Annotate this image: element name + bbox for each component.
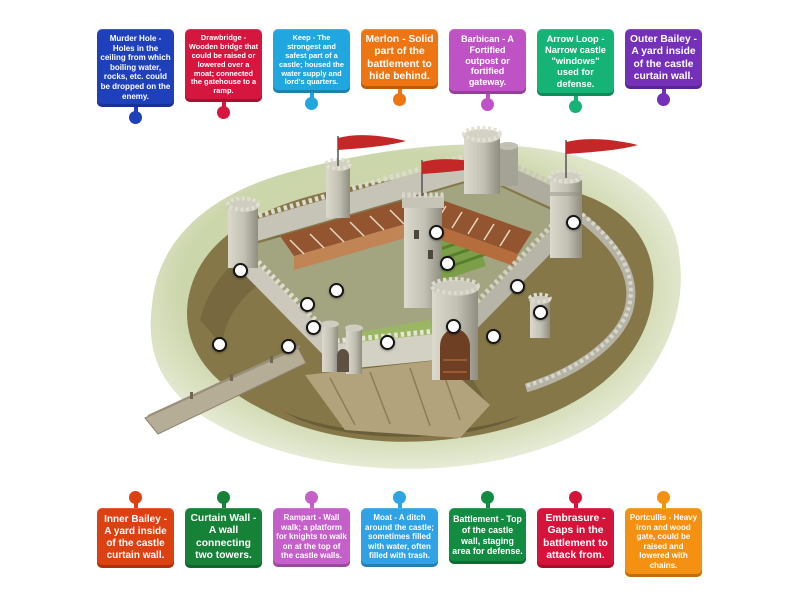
label-text: Keep - The strongest and safest part of … bbox=[273, 29, 350, 94]
answer-dot[interactable] bbox=[485, 328, 501, 344]
pin-dot bbox=[217, 491, 230, 504]
label-battlement[interactable]: Battlement - Top of the castle wall, sta… bbox=[449, 491, 526, 564]
pin-dot bbox=[569, 99, 582, 113]
label-text: Moat - A ditch around the castle; someti… bbox=[361, 508, 438, 567]
pin-dot bbox=[305, 491, 318, 504]
label-curtain-wall[interactable]: Curtain Wall - A wall connecting two tow… bbox=[185, 491, 262, 569]
answer-dot[interactable] bbox=[305, 319, 321, 335]
label-keep[interactable]: Keep - The strongest and safest part of … bbox=[273, 29, 350, 111]
label-text: Murder Hole - Holes in the ceiling from … bbox=[97, 29, 174, 108]
label-text: Rampart - Wall walk; a platform for knig… bbox=[273, 508, 350, 567]
pin-dot bbox=[393, 491, 406, 504]
label-murder-hole[interactable]: Murder Hole - Holes in the ceiling from … bbox=[97, 29, 174, 125]
label-outer-bailey[interactable]: Outer Bailey - A yard inside of the cast… bbox=[625, 29, 702, 107]
label-text: Barbican - A Fortified outpost or fortif… bbox=[449, 29, 526, 94]
pin-stem bbox=[485, 93, 490, 99]
pin-stem bbox=[661, 503, 666, 508]
castle-illustration bbox=[144, 126, 681, 469]
answer-dot[interactable] bbox=[428, 224, 444, 240]
pin-dot bbox=[305, 97, 318, 111]
label-moat[interactable]: Moat - A ditch around the castle; someti… bbox=[361, 491, 438, 567]
answer-dot[interactable] bbox=[299, 296, 315, 312]
pin-dot bbox=[481, 491, 494, 504]
answer-dot[interactable] bbox=[280, 338, 296, 354]
pin-stem bbox=[309, 503, 314, 508]
pin-dot bbox=[393, 93, 406, 107]
answer-dot[interactable] bbox=[509, 278, 525, 294]
label-rampart[interactable]: Rampart - Wall walk; a platform for knig… bbox=[273, 491, 350, 567]
pin-stem bbox=[221, 102, 226, 108]
pin-dot bbox=[129, 491, 142, 504]
answer-dot[interactable] bbox=[328, 282, 344, 298]
pin-stem bbox=[397, 89, 402, 95]
pin-stem bbox=[221, 503, 226, 508]
pin-stem bbox=[309, 93, 314, 99]
label-barbican[interactable]: Barbican - A Fortified outpost or fortif… bbox=[449, 29, 526, 111]
answer-dot[interactable] bbox=[565, 214, 581, 230]
pin-dot bbox=[481, 97, 494, 111]
pin-stem bbox=[133, 107, 138, 113]
label-text: Outer Bailey - A yard inside of the cast… bbox=[625, 29, 702, 90]
answer-dot[interactable] bbox=[232, 262, 248, 278]
label-text: Battlement - Top of the castle wall, sta… bbox=[449, 508, 526, 564]
answer-dot[interactable] bbox=[211, 336, 227, 352]
answer-dot[interactable] bbox=[445, 318, 461, 334]
pin-stem bbox=[573, 95, 578, 101]
label-drawbridge[interactable]: Drawbridge - Wooden bridge that could be… bbox=[185, 29, 262, 120]
answer-dot[interactable] bbox=[532, 304, 548, 320]
label-text: Inner Bailey - A yard inside of the cast… bbox=[97, 508, 174, 568]
label-embrasure[interactable]: Embrasure - Gaps in the battlement to at… bbox=[537, 491, 614, 569]
pin-stem bbox=[485, 503, 490, 508]
top-labels-row: Murder Hole - Holes in the ceiling from … bbox=[97, 29, 702, 125]
pin-dot bbox=[657, 93, 670, 107]
label-text: Curtain Wall - A wall connecting two tow… bbox=[185, 508, 262, 569]
label-inner-bailey[interactable]: Inner Bailey - A yard inside of the cast… bbox=[97, 491, 174, 568]
answer-dot[interactable] bbox=[379, 334, 395, 350]
pin-dot bbox=[569, 491, 582, 504]
label-text: Embrasure - Gaps in the battlement to at… bbox=[537, 508, 614, 569]
pin-stem bbox=[661, 89, 666, 95]
label-text: Arrow Loop - Narrow castle "windows" use… bbox=[537, 29, 614, 96]
pin-dot bbox=[217, 106, 230, 120]
bottom-labels-row: Inner Bailey - A yard inside of the cast… bbox=[97, 491, 702, 577]
label-text: Merlon - Solid part of the battlement to… bbox=[361, 29, 438, 90]
label-merlon[interactable]: Merlon - Solid part of the battlement to… bbox=[361, 29, 438, 107]
pin-stem bbox=[397, 503, 402, 508]
label-text: Drawbridge - Wooden bridge that could be… bbox=[185, 29, 262, 103]
label-arrow-loop[interactable]: Arrow Loop - Narrow castle "windows" use… bbox=[537, 29, 614, 113]
answer-dot[interactable] bbox=[439, 255, 455, 271]
pin-dot bbox=[657, 491, 670, 504]
label-text: Portcullis - Heavy iron and wood gate, c… bbox=[625, 508, 702, 577]
pin-stem bbox=[133, 503, 138, 508]
pin-dot bbox=[129, 111, 142, 125]
label-portcullis[interactable]: Portcullis - Heavy iron and wood gate, c… bbox=[625, 491, 702, 577]
pin-stem bbox=[573, 503, 578, 508]
